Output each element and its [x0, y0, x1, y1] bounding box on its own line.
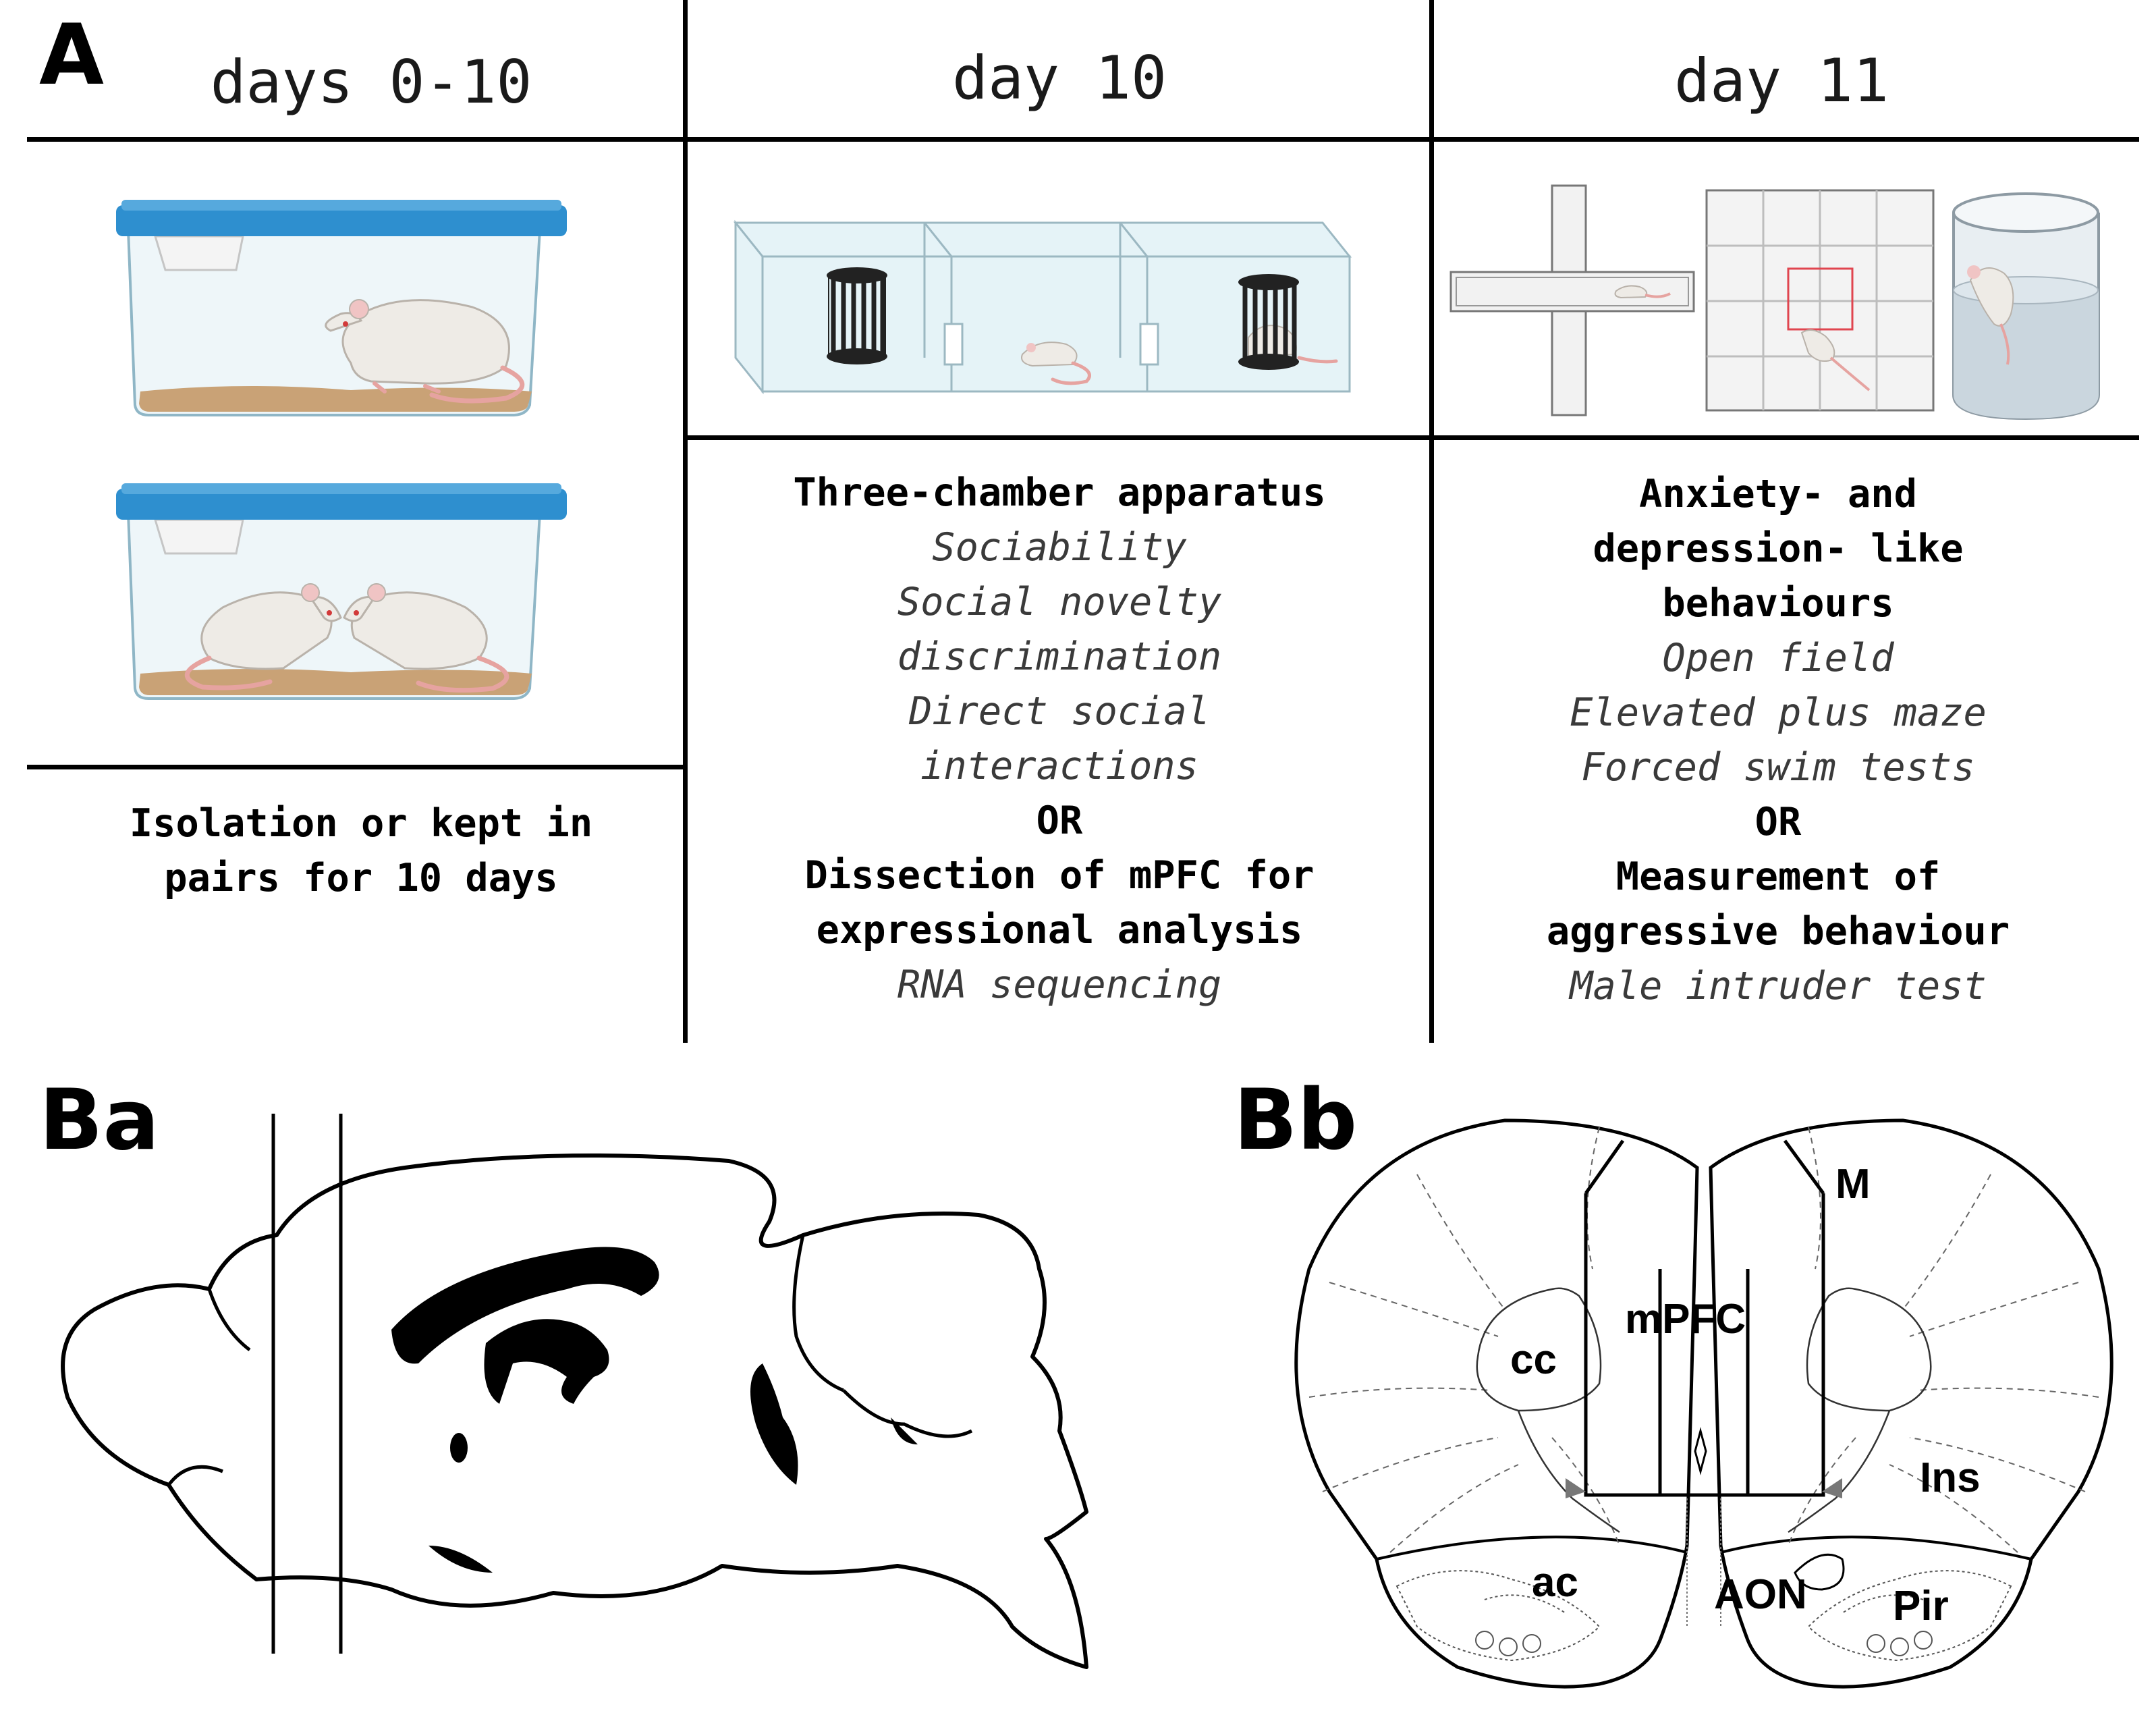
label-aon: AON [1714, 1571, 1807, 1618]
col3-line-5: Elevated plus maze [1570, 690, 1987, 735]
caption-col1-line-2: pairs for 10 days [164, 856, 558, 900]
rat-icon-maze [1614, 285, 1671, 299]
rat-icon-right [343, 583, 509, 693]
col2-line-9: expressional analysis [816, 908, 1303, 952]
col2-line-10: RNA sequencing [897, 962, 1222, 1007]
column-divider-1 [683, 0, 688, 1043]
sagittal-brain-diagram [61, 1114, 1088, 1669]
header-day-11: day 11 [1674, 46, 1889, 115]
table-header-rule [27, 137, 2139, 142]
coronal-section-diagram: M mPFC cc Ins ac AON Pir [1294, 1118, 2113, 1689]
label-mpfc: mPFC [1625, 1296, 1746, 1342]
column-divider-2 [1429, 0, 1434, 1043]
open-field-illustration [1705, 189, 1935, 412]
elevated-plus-maze-illustration [1449, 184, 1695, 416]
panel-label-a: A [39, 7, 104, 104]
col3-line-10: Male intruder test [1570, 964, 1987, 1008]
rat-icon [325, 299, 525, 404]
rat-icon-swim [1967, 265, 2014, 365]
label-ins: Ins [1920, 1455, 1981, 1501]
cage-illustration-isolated [116, 200, 567, 416]
three-chamber-apparatus-illustration [733, 219, 1352, 395]
caption-col1-line-1: Isolation or kept in [129, 801, 593, 846]
col3-line-7: OR [1754, 800, 1802, 844]
wire-cup-left-icon [827, 267, 887, 364]
col2-line-7: OR [1036, 798, 1083, 843]
label-ac: ac [1532, 1559, 1578, 1606]
col2-line-4: discrimination [897, 634, 1222, 679]
header-days-0-10: days 0-10 [210, 47, 532, 117]
caption-col1: Isolation or kept in pairs for 10 days [40, 796, 682, 906]
lateral-ventricle-shape [391, 1247, 918, 1573]
label-m: M [1835, 1161, 1871, 1207]
col2-line-1: Three-chamber apparatus [793, 470, 1326, 515]
col3-line-8: Measurement of [1615, 854, 1941, 899]
col3-line-6: Forced swim tests [1581, 745, 1975, 790]
mpfc-dissection-outline [1584, 1139, 1825, 1497]
col2-line-8: Dissection of mPFC for [804, 853, 1315, 898]
rat-icon-left [185, 583, 342, 690]
label-pir: Pir [1893, 1583, 1949, 1629]
panel-label-ba: Ba [39, 1072, 160, 1169]
col2-line-5: Direct social [908, 689, 1211, 734]
description-col2: Three-chamber apparatus Sociability Soci… [695, 466, 1424, 1012]
col3-line-4: Open field [1662, 636, 1894, 680]
rat-icon-openfield [1800, 329, 1871, 391]
center-zone-box [1787, 267, 1854, 331]
col3-line-1: Anxiety- and [1639, 472, 1917, 516]
col2-line-3: Social novelty [897, 580, 1222, 624]
description-col3: Anxiety- and depression- like behaviours… [1434, 467, 2122, 1014]
row-divider-col1 [27, 765, 685, 769]
col2-line-2: Sociability [932, 525, 1187, 570]
label-cc: cc [1510, 1336, 1557, 1383]
panel-label-bb: Bb [1234, 1072, 1358, 1169]
col2-line-6: interactions [920, 744, 1198, 788]
rat-icon-center [1021, 342, 1091, 385]
row-divider-col2-3 [683, 435, 2139, 440]
col3-line-3: behaviours [1662, 581, 1894, 626]
forced-swim-cylinder-illustration [1952, 192, 2100, 420]
cage-illustration-paired [116, 483, 567, 700]
col3-line-9: aggressive behaviour [1546, 909, 2010, 954]
header-day-10: day 10 [952, 43, 1167, 113]
wire-cup-right-icon [1238, 274, 1338, 370]
col3-line-2: depression- like [1593, 526, 1964, 571]
